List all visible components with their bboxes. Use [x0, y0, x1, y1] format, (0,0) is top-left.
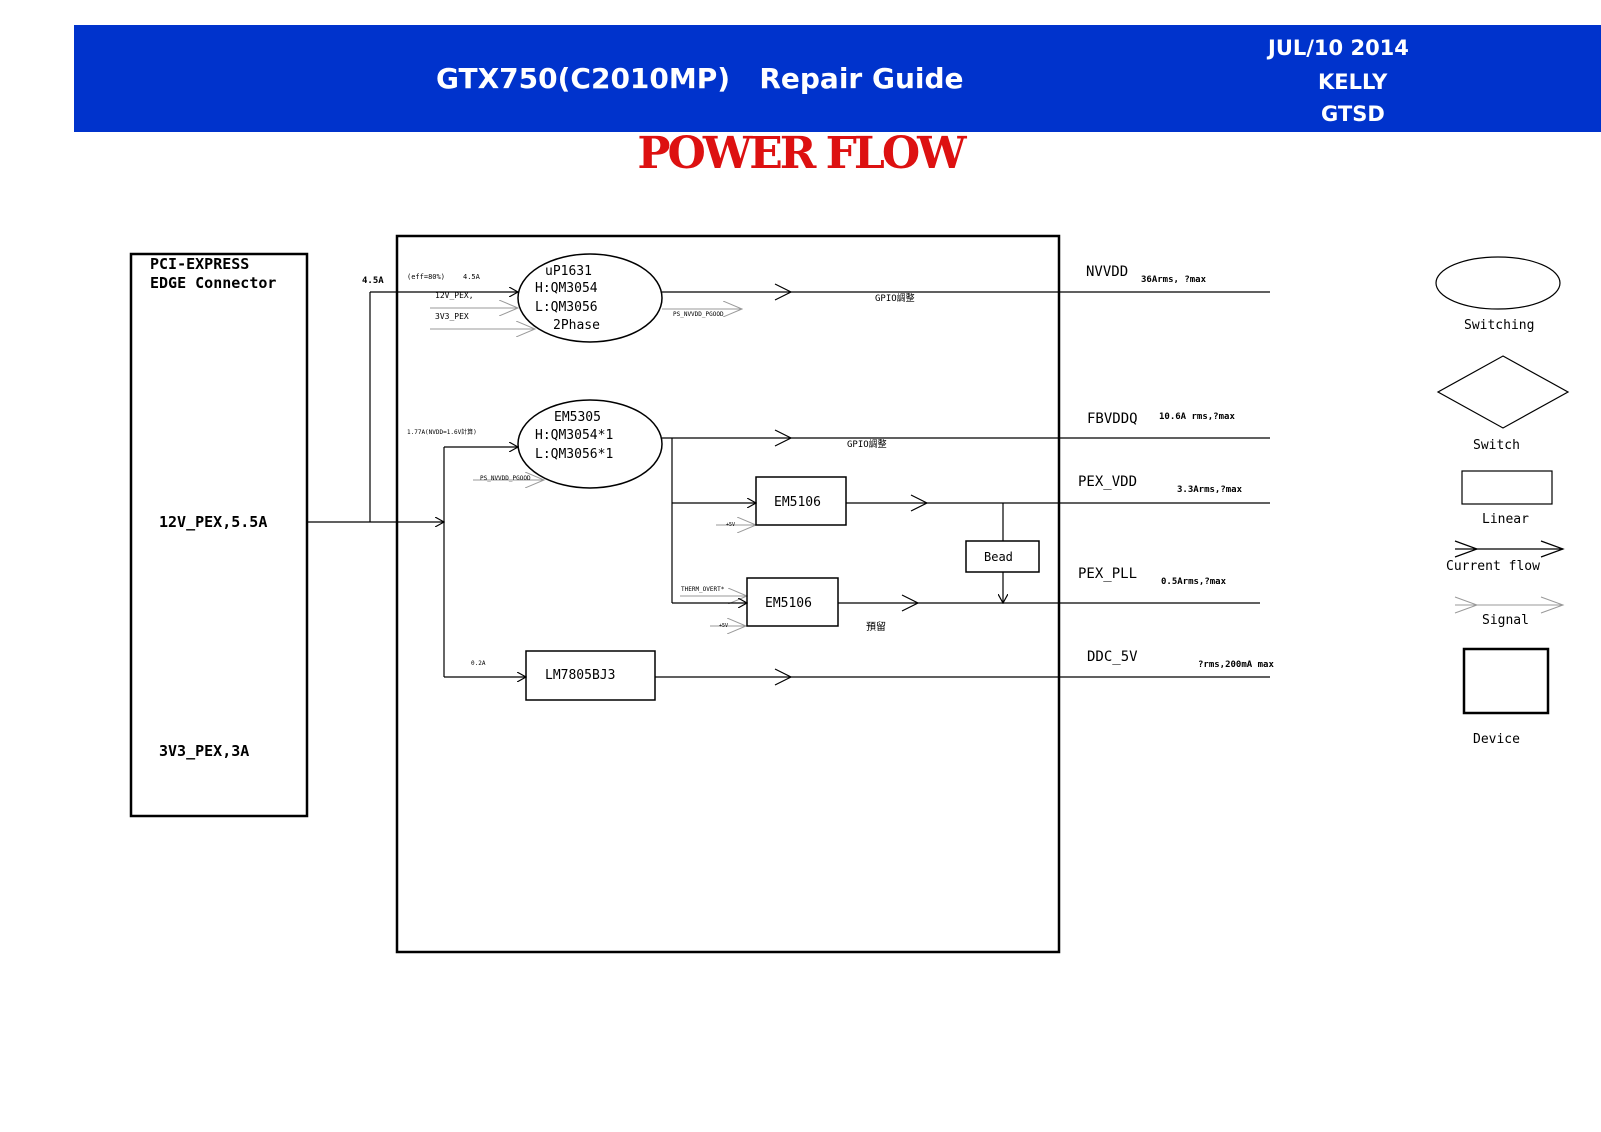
connector-title-1: PCI-EXPRESS [150, 255, 249, 273]
fb-pgood-label: PS_NVVDD_PGOOD [480, 475, 531, 482]
efficiency-label: (eff=80%) [407, 273, 445, 281]
input-3v3-label: 3V3_PEX [435, 312, 469, 321]
legend-signal-label: Signal [1482, 613, 1529, 628]
guide-dept: GTSD [1321, 102, 1385, 126]
output-nvvdd-spec: 36Arms, ?max [1141, 275, 1207, 285]
header-banner [74, 25, 1601, 132]
legend-linear-label: Linear [1482, 512, 1529, 527]
reserved-label: 預留 [866, 620, 886, 633]
lm7805-regulator [525, 650, 656, 701]
legend-device-label: Device [1473, 732, 1520, 747]
legend-rect-symbol [1461, 470, 1553, 505]
nv-current-label: 4.5A [463, 273, 481, 281]
input-12v-label: 12V_PEX, [435, 291, 474, 300]
em5305-low-fet: L:QM3056*1 [535, 447, 613, 462]
output-ddc-5v-spec: ?rms,200mA max [1198, 660, 1274, 670]
em5305-high-fet: H:QM3054*1 [535, 428, 613, 443]
output-fbvddq-spec: 10.6A rms,?max [1159, 412, 1235, 422]
main-current-label: 4.5A [362, 276, 384, 286]
legend-switching-label: Switching [1464, 318, 1534, 333]
em5106-a-name: EM5106 [774, 495, 821, 510]
legend-signal-head-2 [1540, 596, 1565, 614]
nvvdd-pgood-label: PS_NVVDD_PGOOD [673, 311, 724, 318]
rail-3v3-label: 3V3_PEX,3A [159, 742, 249, 760]
output-fbvddq-name: FBVDDQ [1087, 411, 1138, 427]
pex-pll-flow-arrow [901, 594, 920, 612]
connector-title-2: EDGE Connector [150, 274, 276, 292]
nvvdd-flow-arrow [774, 283, 793, 301]
gpio-adjust-label-2: GPIO調整 [847, 438, 887, 450]
legend-arrow-head-1 [1454, 540, 1479, 558]
up1631-low-fet: L:QM3056 [535, 300, 598, 315]
plus5v-label-b: +5V [719, 623, 728, 629]
em5305-controller [517, 399, 663, 489]
up1631-high-fet: H:QM3054 [535, 281, 598, 296]
legend-ellipse-symbol [1435, 256, 1561, 310]
guide-title: GTX750(C2010MP) Repair Guide [436, 62, 964, 95]
up1631-name: uP1631 [545, 264, 592, 279]
fbvddq-flow-arrow [774, 429, 793, 447]
up1631-phase: 2Phase [553, 318, 600, 333]
plus5v-label-a: +5V [726, 522, 735, 528]
em5305-name: EM5305 [554, 410, 601, 425]
fb-current-label: 1.77A(NVDD=1.6V計算) [407, 428, 477, 436]
legend-signal-head-1 [1454, 596, 1479, 614]
gpio-adjust-label-1: GPIO調整 [875, 292, 915, 304]
up1631-controller [517, 253, 663, 343]
output-pex-vdd-spec: 3.3Arms,?max [1177, 485, 1243, 495]
pex-vdd-flow-arrow [910, 494, 929, 512]
ddc-current-label: 0.2A [471, 660, 486, 667]
output-pex-vdd-name: PEX_VDD [1078, 474, 1137, 490]
guide-date: JUL/10 2014 [1268, 36, 1409, 60]
page-title: POWER FLOW [637, 128, 966, 179]
output-nvvdd-name: NVVDD [1086, 264, 1128, 280]
legend-current-flow-label: Current flow [1446, 559, 1540, 574]
legend-device-symbol [1462, 647, 1550, 715]
lm7805-name: LM7805BJ3 [545, 668, 615, 683]
guide-author: KELLY [1318, 70, 1388, 94]
em5106-b-name: EM5106 [765, 596, 812, 611]
em5106-regulator-b [746, 577, 839, 627]
output-pex-pll-spec: 0.5Arms,?max [1161, 577, 1227, 587]
output-pex-pll-name: PEX_PLL [1078, 566, 1137, 582]
board-outline [395, 234, 1061, 954]
output-ddc-5v-name: DDC_5V [1087, 649, 1138, 665]
em5106-regulator-a [755, 476, 847, 526]
rail-12v-label: 12V_PEX,5.5A [159, 513, 267, 531]
legend-arrow-head-2 [1540, 540, 1565, 558]
ddc-flow-arrow [774, 668, 793, 686]
pci-express-connector [129, 252, 309, 818]
legend-diamond-symbol [1436, 355, 1570, 429]
legend-switch-label: Switch [1473, 438, 1520, 453]
therm-overt-label: THERM_OVERT* [681, 586, 725, 593]
bead-name: Bead [984, 550, 1013, 564]
